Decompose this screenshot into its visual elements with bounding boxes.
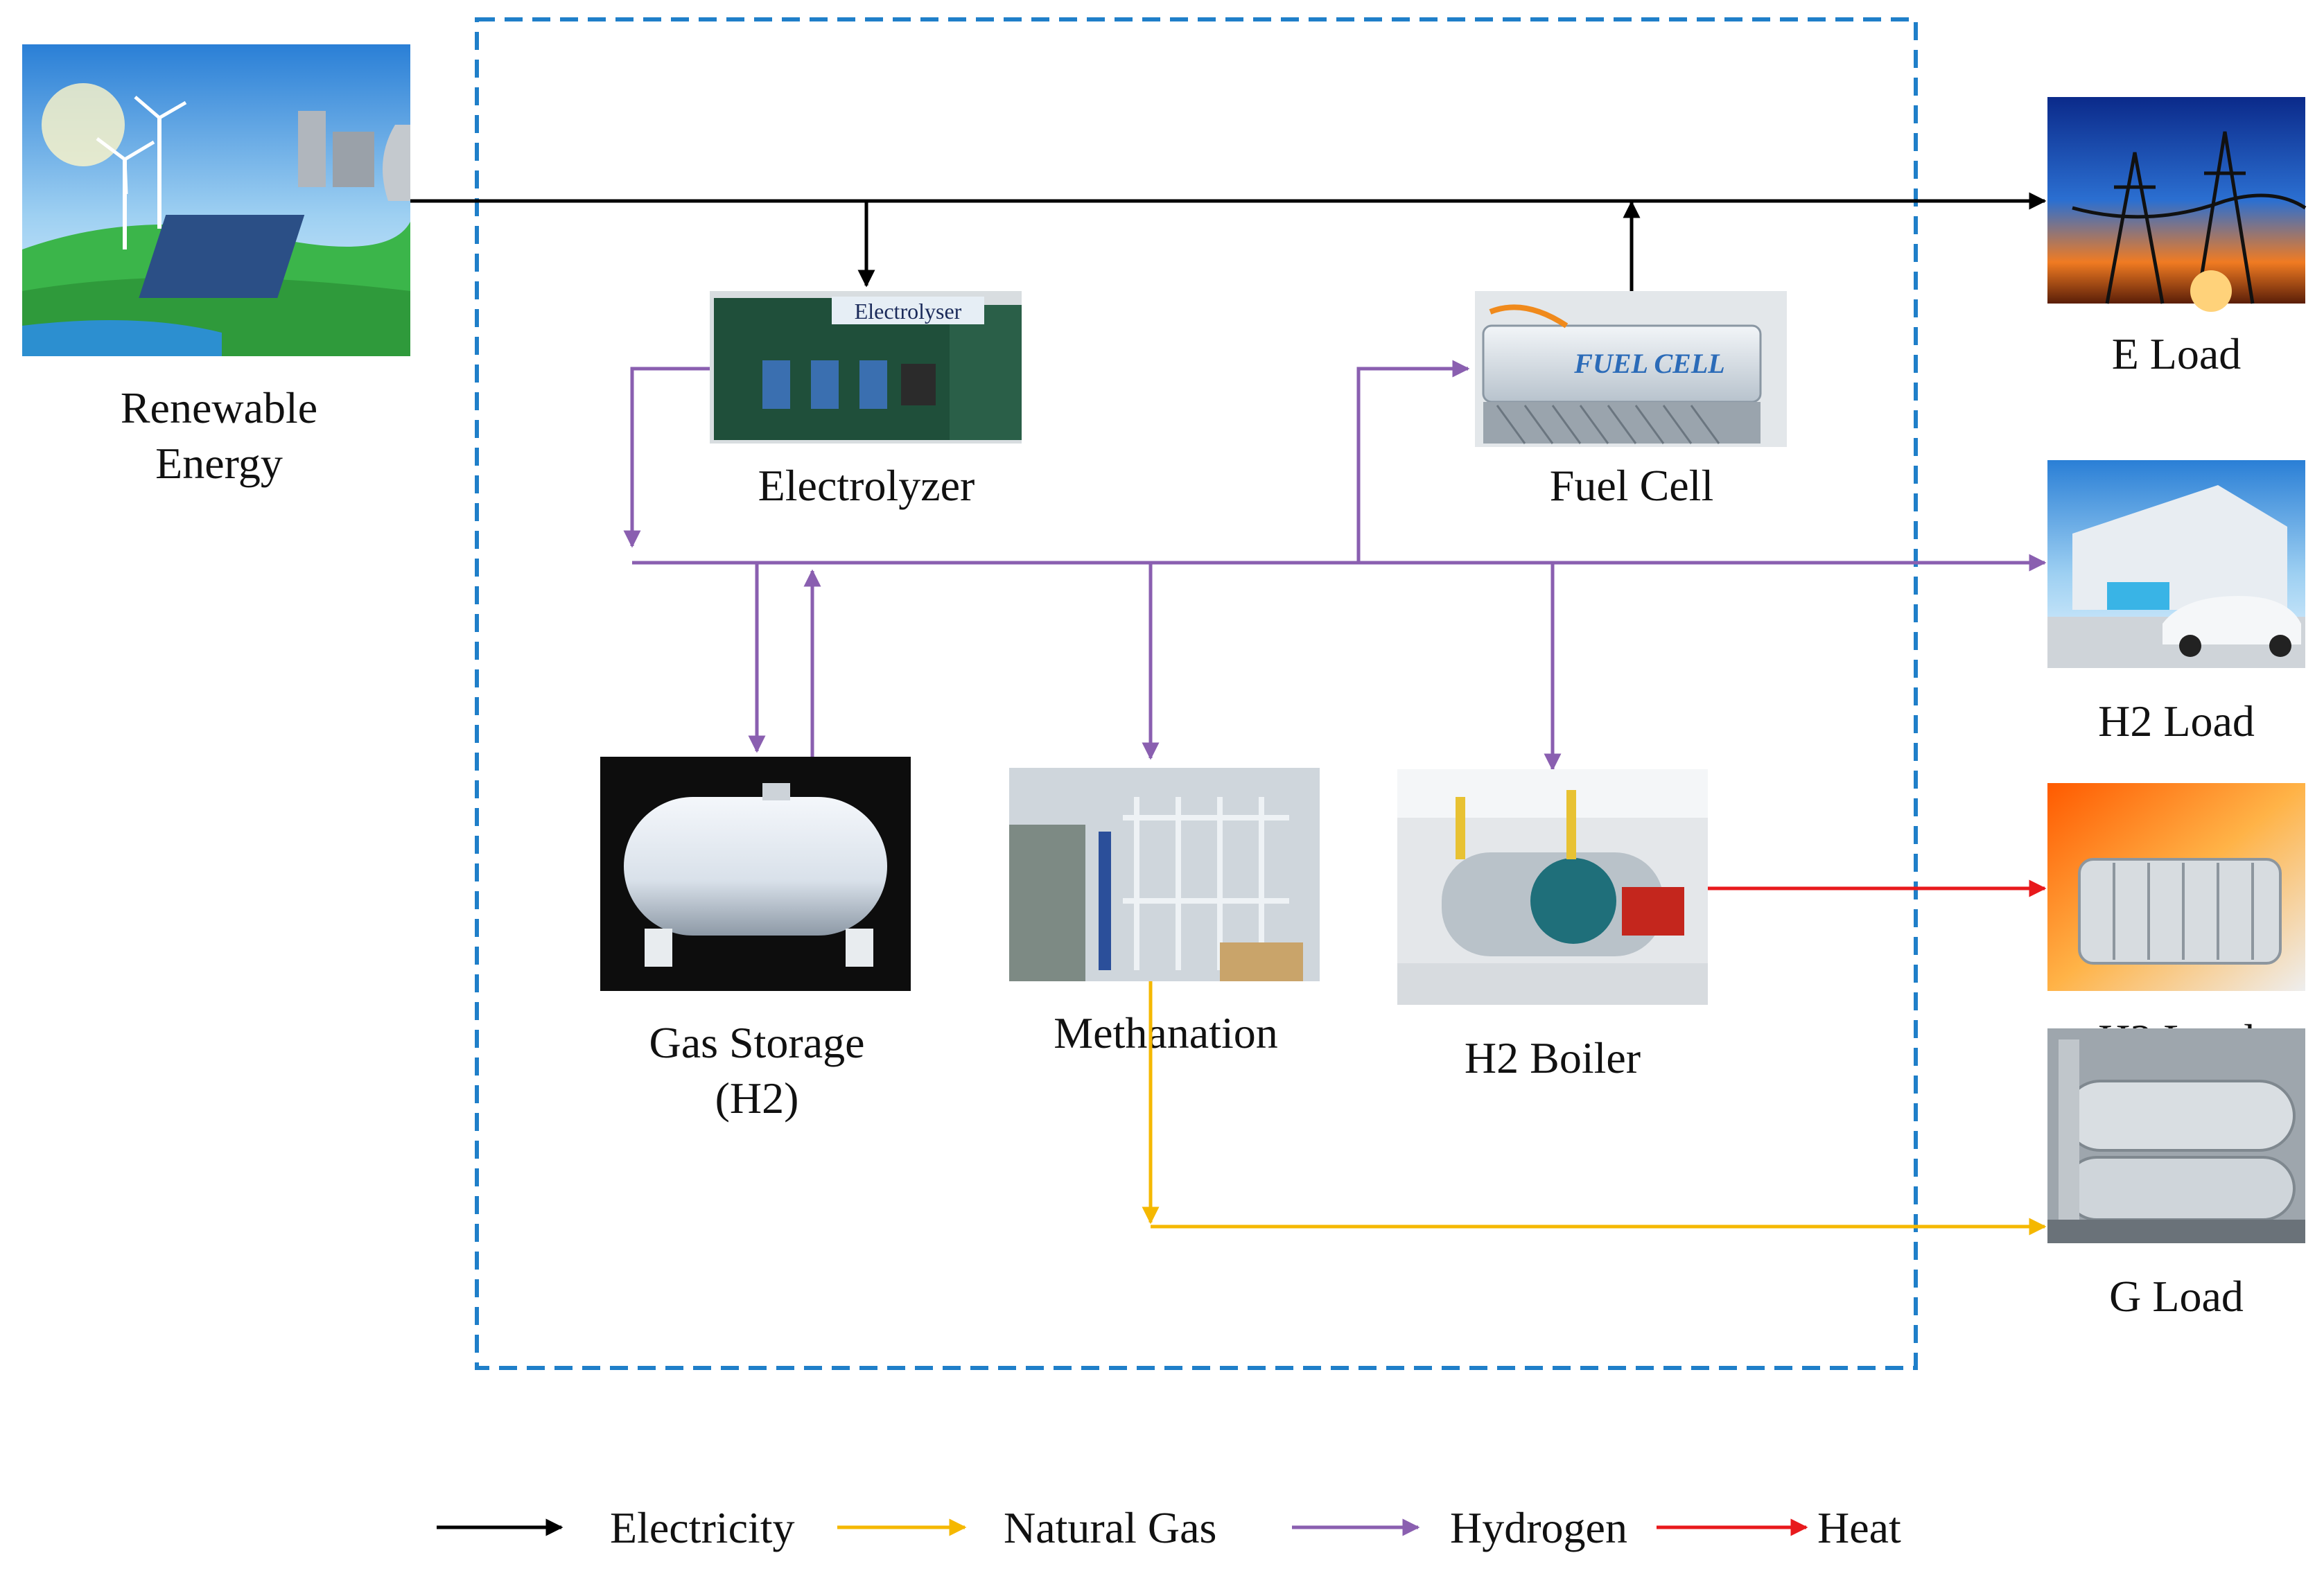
legend-label-heat: Heat: [1817, 1503, 1901, 1552]
electrolyzer-node: Electrolyser Electrolyzer: [710, 291, 1022, 510]
electrolyzer-to-hydrogen-bus-arrow: [623, 367, 710, 548]
methanation-label: Methanation: [1054, 1008, 1277, 1057]
fuel-cell-label: Fuel Cell: [1550, 461, 1713, 510]
e-load-label: E Load: [2112, 329, 2242, 378]
gas-storage-label-line2: (H2): [715, 1073, 799, 1123]
h2-boiler-node: H2 Boiler: [1397, 769, 1708, 1082]
renewable-energy-image: [22, 44, 410, 356]
fuel-cell-image-caption: FUEL CELL: [1573, 348, 1724, 379]
e-load-image: [2047, 97, 2307, 312]
h2-load-image: [2047, 460, 2305, 668]
electrolyzer-image: Electrolyser: [710, 291, 1022, 444]
legend-item-heat: Heat: [1657, 1503, 1901, 1552]
gas-storage-node: Gas Storage (H2): [600, 757, 911, 1123]
legend-item-electricity: Electricity: [437, 1503, 795, 1552]
e-load-node: E Load: [2047, 97, 2307, 378]
legend: Electricity Natural Gas Hydrogen Heat: [437, 1503, 1901, 1552]
h2-load-label: H2 Load: [2098, 696, 2255, 746]
gas-storage-label-line1: Gas Storage: [649, 1018, 864, 1067]
renewable-energy-label-line2: Energy: [155, 439, 283, 488]
h2-boiler-image: [1397, 769, 1708, 1005]
gas-storage-image: [600, 757, 911, 991]
renewable-energy-label-line1: Renewable: [121, 383, 317, 432]
fuel-cell-node: FUEL CELL Fuel Cell: [1475, 291, 1787, 510]
g-load-node: G Load: [2047, 1028, 2305, 1321]
electrolyser-image-caption: Electrolyser: [855, 299, 962, 324]
hydrogen-to-fuel-cell-arrow: [1356, 360, 1470, 563]
heat-load-image: [2047, 783, 2305, 991]
legend-label-hydrogen: Hydrogen: [1450, 1503, 1627, 1552]
g-load-image: [2047, 1028, 2305, 1243]
fuel-cell-image: FUEL CELL: [1475, 291, 1787, 447]
h2-load-node: H2 Load: [2047, 460, 2305, 746]
renewable-energy-node: Renewable Energy: [22, 44, 410, 488]
legend-label-natural-gas: Natural Gas: [1004, 1503, 1216, 1552]
methanation-node: Methanation: [1009, 768, 1320, 1057]
electrolyzer-label: Electrolyzer: [758, 461, 975, 510]
heat-load-node: H2 Load: [2047, 783, 2305, 1064]
legend-label-electricity: Electricity: [610, 1503, 795, 1552]
legend-item-natural-gas: Natural Gas: [837, 1503, 1216, 1552]
system-boundary: [475, 17, 1918, 1370]
methanation-image: [1009, 768, 1320, 981]
h2-boiler-label: H2 Boiler: [1465, 1033, 1641, 1082]
legend-item-hydrogen: Hydrogen: [1292, 1503, 1627, 1552]
g-load-label: G Load: [2109, 1272, 2244, 1321]
